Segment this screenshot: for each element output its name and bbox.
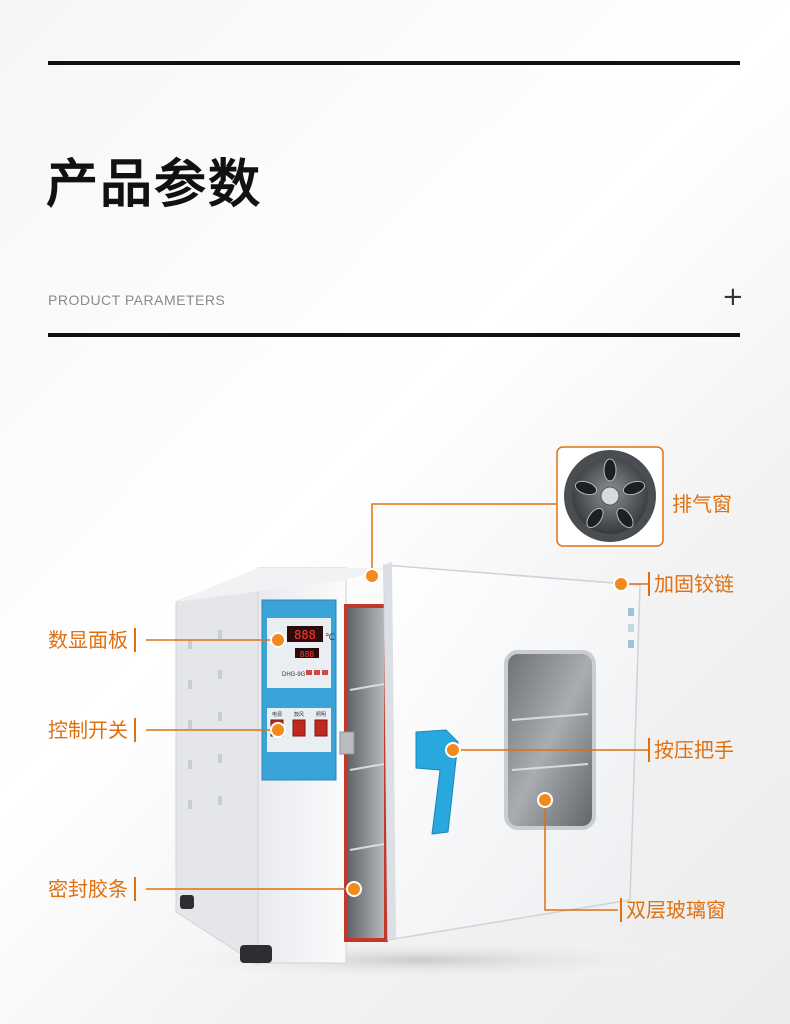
- callout-seal-strip: 密封胶条: [48, 877, 136, 901]
- callout-hinge: 加固铰链: [648, 572, 734, 596]
- rocker-switch-fan: [292, 719, 306, 737]
- vent-knob: [600, 486, 620, 506]
- door-sticker-2: [628, 624, 634, 632]
- callout-display-panel: 数显面板: [48, 628, 136, 652]
- callout-dot-display: [270, 632, 286, 648]
- panel-button-3: [322, 670, 328, 675]
- panel-button-2: [314, 670, 320, 675]
- press-handle: [415, 729, 459, 835]
- foot-front-left: [240, 945, 272, 963]
- model-label: DHG-9G: [282, 672, 306, 678]
- plus-icon: +: [722, 282, 744, 312]
- chamber-shelves: [349, 683, 385, 851]
- display-unit: ℃: [325, 633, 335, 643]
- callout-press-handle: 按压把手: [648, 738, 734, 762]
- side-vent-slots: [188, 630, 222, 809]
- page-subtitle: PRODUCT PARAMETERS: [48, 292, 226, 308]
- window-shelves: [511, 713, 589, 771]
- display-set-value: 888: [300, 650, 315, 659]
- vent-openings: [574, 458, 646, 529]
- callout-dot-switch: [270, 722, 286, 738]
- door-sticker-3: [628, 640, 634, 648]
- switch-label-3: 照明: [316, 712, 326, 718]
- callout-dot-seal: [346, 881, 362, 897]
- callout-vent: 排气窗: [672, 492, 732, 516]
- callout-control-switch: 控制开关: [48, 718, 136, 742]
- rocker-switch-light: [314, 719, 328, 737]
- callout-dots: [270, 568, 629, 897]
- callout-dot-vent: [364, 568, 380, 584]
- bottom-rule: [48, 333, 740, 337]
- floor-shadow: [120, 938, 720, 982]
- callout-dot-glass: [537, 792, 553, 808]
- switch-label-1: 电源: [272, 711, 282, 718]
- door-edge: [384, 562, 396, 940]
- door-sticker-1: [628, 608, 634, 616]
- foot-back-left: [180, 895, 194, 909]
- display-main-value: 888: [294, 628, 316, 642]
- switch-label-2: 鼓风: [294, 711, 304, 718]
- door-latch: [339, 731, 355, 755]
- panel-button-1: [306, 670, 312, 675]
- oven-top: [176, 568, 386, 602]
- display-main: [287, 626, 323, 642]
- callout-double-glass: 双层玻璃窗: [620, 898, 726, 922]
- top-rule: [48, 61, 740, 65]
- callout-dot-hinge: [613, 576, 629, 592]
- double-glass-window: [504, 650, 596, 830]
- display-set: [295, 648, 319, 658]
- callout-lines: [146, 503, 648, 911]
- callout-dot-handle: [445, 742, 461, 758]
- page-title: 产品参数: [46, 155, 263, 215]
